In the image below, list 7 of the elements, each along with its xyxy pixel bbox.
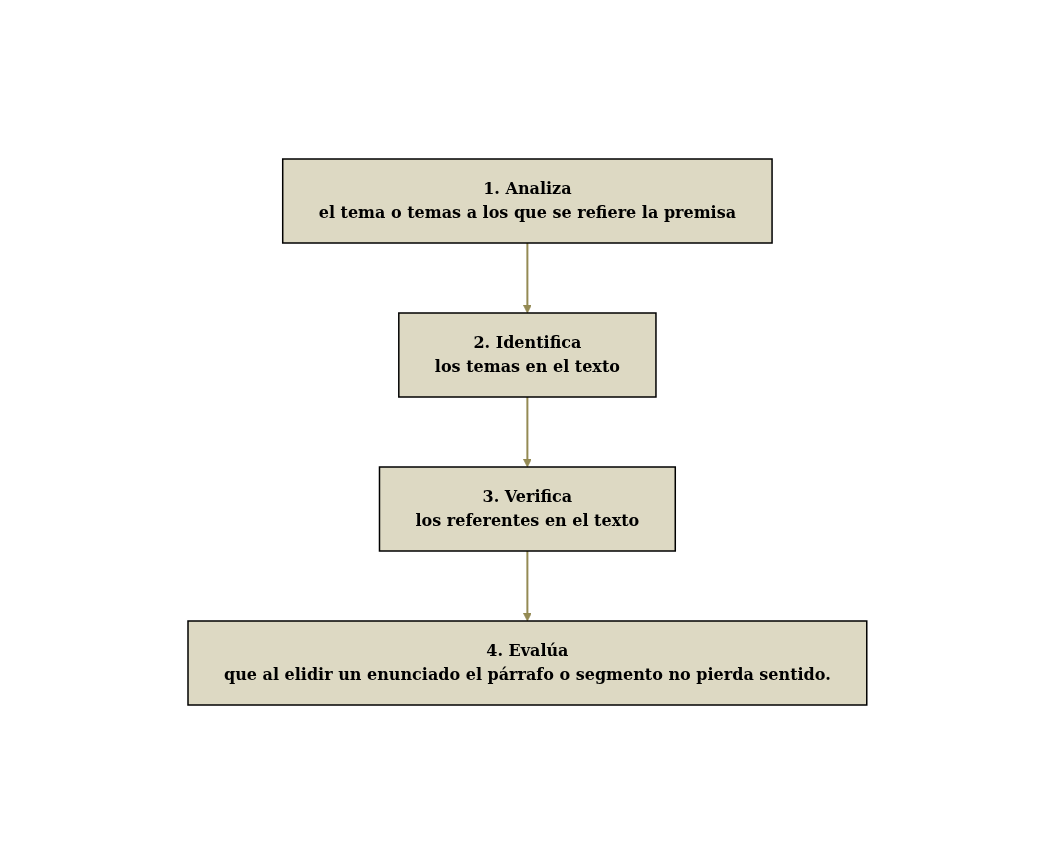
node-box: 4. Evalúa que al elidir un enunciado el párrafo o segmento no pierda sentido.: [187, 619, 868, 706]
node-box: 1. Analiza el tema o temas a los que se refiere la premisa: [282, 157, 773, 244]
arrow: [523, 549, 532, 621]
node-box: 3. Verifica los referentes en el texto: [378, 465, 677, 552]
node-box: 2. Identifica los temas en el texto: [398, 311, 657, 398]
arrow: [523, 241, 532, 313]
arrow: [523, 395, 532, 467]
